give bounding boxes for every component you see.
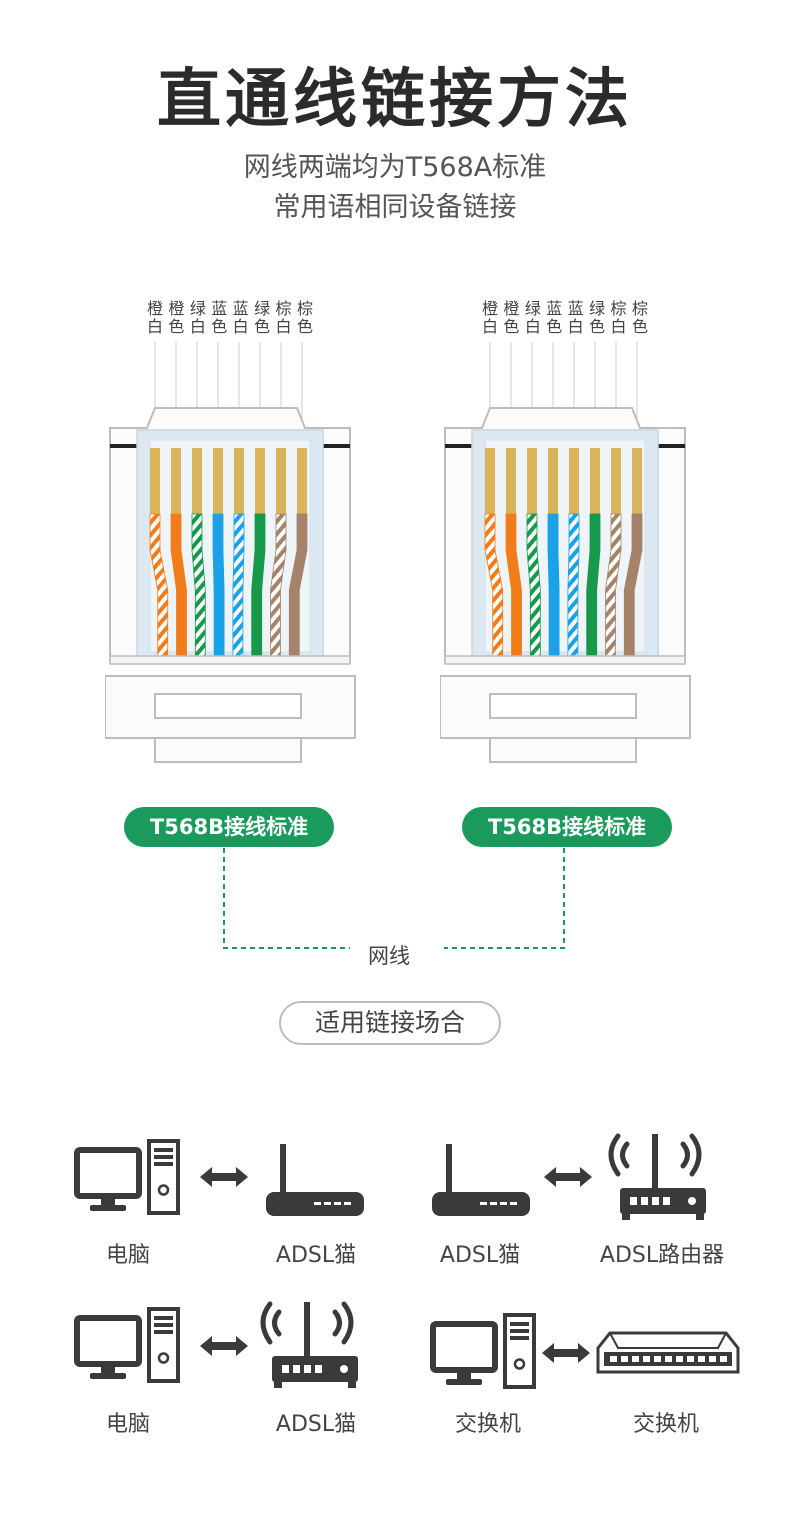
computer-icon [74, 1138, 182, 1216]
gold-pin [150, 448, 160, 514]
device-label: 电脑 [105, 1412, 150, 1437]
device-label: ADSL路由器 [599, 1243, 725, 1268]
device-label: ADSL猫 [275, 1412, 357, 1437]
rj45-drawing-right [440, 342, 691, 763]
subtitle-line-2: 常用语相同设备链接 [273, 192, 517, 223]
device-label: ADSL猫 [439, 1243, 521, 1268]
wire-label: 橙色 [503, 299, 520, 336]
wire-label: 橙色 [168, 299, 185, 336]
connector-inner-panel [149, 439, 311, 653]
gold-pin [506, 448, 516, 514]
rj45-drawing-left [105, 342, 356, 763]
wire-label: 棕色 [631, 299, 648, 336]
page-title: 直通线链接方法 [157, 63, 633, 137]
wire [547, 513, 560, 657]
rj45-connector-left: 橙白 橙色 绿白 蓝色 蓝白 绿色 棕白 棕色 [105, 300, 365, 770]
gold-pin [485, 448, 495, 514]
device-label: 电脑 [105, 1243, 150, 1268]
wire-label: 蓝白 [232, 299, 249, 336]
gold-pin [213, 448, 223, 514]
gold-pin [255, 448, 265, 514]
double-arrow-icon [198, 1165, 250, 1189]
computer-icon [430, 1312, 538, 1390]
rj45-connector-right: 橙白 橙色 绿白 蓝色 蓝白 绿色 棕白 棕色 [440, 300, 700, 770]
wire-label: 绿色 [589, 299, 606, 336]
computer-icon [74, 1306, 182, 1384]
double-arrow-icon [542, 1165, 594, 1189]
connector-inner-panel [484, 439, 646, 653]
subtitle-line-1: 网线两端均为T568A标准 [243, 152, 547, 183]
router-icon [600, 1128, 710, 1222]
router-icon [252, 1296, 362, 1390]
gold-pin [632, 448, 642, 514]
double-arrow-icon [198, 1334, 250, 1358]
device-label: 交换机 [454, 1412, 521, 1437]
wire-label: 绿白 [189, 299, 206, 336]
scenario-heading: 适用链接场合 [279, 1001, 501, 1045]
wire-labels-right: 橙白 橙色 绿白 蓝色 蓝白 绿色 棕白 棕色 [480, 300, 650, 336]
wire-label: 蓝色 [211, 299, 228, 336]
wire [232, 513, 245, 657]
wire [567, 513, 580, 657]
gold-pin [192, 448, 202, 514]
wire-label: 绿白 [524, 299, 541, 336]
wire-label: 蓝色 [546, 299, 563, 336]
connector-clip [489, 737, 637, 763]
wire-label: 蓝白 [567, 299, 584, 336]
gold-pin [569, 448, 579, 514]
gold-pin [527, 448, 537, 514]
gold-pin [171, 448, 181, 514]
gold-pin [234, 448, 244, 514]
double-arrow-icon [540, 1341, 592, 1365]
gold-pin [548, 448, 558, 514]
gold-pin [590, 448, 600, 514]
wire-label: 绿色 [254, 299, 271, 336]
wire-labels-left: 橙白 橙色 绿白 蓝色 蓝白 绿色 棕白 棕色 [145, 300, 315, 336]
connector-slot [154, 693, 302, 719]
switch-icon [596, 1330, 740, 1376]
cable-dashed-line [223, 848, 565, 949]
gold-pin [611, 448, 621, 514]
gold-pin [276, 448, 286, 514]
device-label: ADSL猫 [275, 1243, 357, 1268]
gold-pin [297, 448, 307, 514]
connector-clip [154, 737, 302, 763]
wire-label: 橙白 [481, 299, 498, 336]
modem-icon [432, 1140, 532, 1220]
standard-badge-left: T568B接线标准 [124, 807, 334, 847]
modem-icon [266, 1140, 366, 1220]
wire [212, 513, 225, 657]
standard-badge-right: T568B接线标准 [462, 807, 672, 847]
cable-label: 网线 [368, 944, 410, 968]
connector-slot [489, 693, 637, 719]
device-label: 交换机 [632, 1412, 699, 1437]
wire-label: 棕色 [296, 299, 313, 336]
wire-label: 棕白 [275, 299, 292, 336]
wire-label: 棕白 [610, 299, 627, 336]
connector-rim [444, 655, 686, 665]
wire-label: 橙白 [146, 299, 163, 336]
connector-rim [109, 655, 351, 665]
